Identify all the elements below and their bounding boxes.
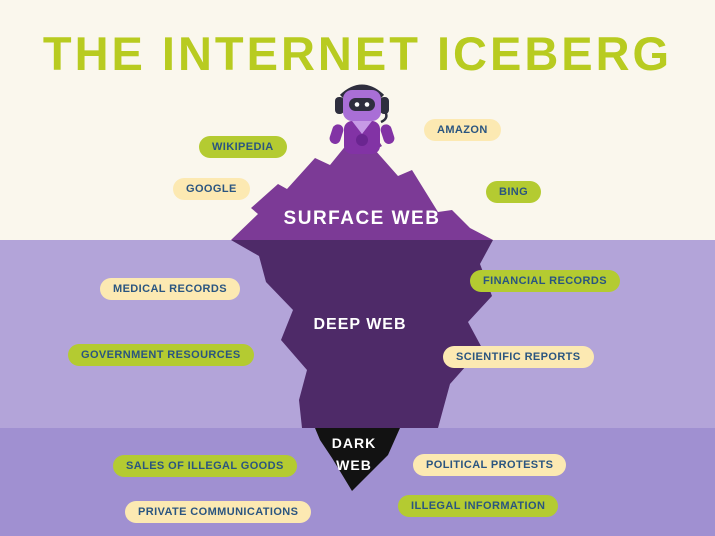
robot-eye-left (354, 102, 360, 107)
pill-amazon: AMAZON (424, 119, 501, 141)
robot-mic-icon (380, 109, 388, 124)
iceberg-deep-section (231, 240, 493, 428)
robot-collar (352, 121, 372, 134)
headphone-earcup-left-icon (335, 97, 344, 114)
pill-political-protests: POLITICAL PROTESTS (413, 454, 567, 476)
headphone-earcup-right-icon (380, 97, 389, 114)
pill-scientific-reports: SCIENTIFIC REPORTS (443, 346, 594, 368)
pill-wikipedia: WIKIPEDIA (199, 136, 287, 158)
pill-illegal-information: ILLEGAL INFORMATION (398, 495, 559, 517)
robot-mascot (329, 84, 395, 154)
pill-private-communications: PRIVATE COMMUNICATIONS (125, 501, 312, 523)
pill-sales-of-illegal-goods: SALES OF ILLEGAL GOODS (113, 455, 297, 477)
dark-web-label: DARK WEB (331, 435, 377, 474)
pill-medical-records: MEDICAL RECORDS (100, 278, 240, 300)
robot-visor (349, 98, 375, 111)
deep-web-label: DEEP WEB (313, 316, 407, 333)
robot-arm-right (380, 124, 395, 144)
iceberg-top-section (231, 124, 493, 240)
pill-google: GOOGLE (173, 178, 250, 200)
page-title: THE INTERNET ICEBERG (42, 27, 673, 80)
pill-bing: BING (486, 181, 542, 203)
surface-web-label: SURFACE WEB (283, 208, 441, 229)
pill-financial-records: FINANCIAL RECORDS (470, 270, 620, 292)
iceberg-dark-tip (315, 428, 400, 491)
robot-badge (356, 134, 368, 146)
robot-eye-right (364, 102, 370, 107)
pill-government-resources: GOVERNMENT RESOURCES (68, 344, 254, 366)
robot-arm-left (329, 124, 344, 144)
